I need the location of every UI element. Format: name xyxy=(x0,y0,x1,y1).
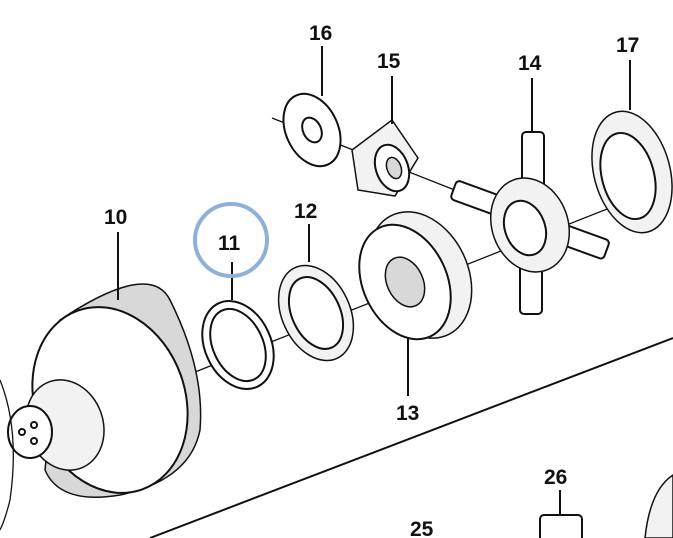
pinion-bore xyxy=(385,156,403,180)
part-16-thrust-washer[interactable] xyxy=(272,85,351,176)
shaft-hole xyxy=(30,437,38,445)
callout-10: 10 xyxy=(104,206,127,229)
part-26-bolt[interactable] xyxy=(539,490,583,538)
callout-26: 26 xyxy=(544,466,567,489)
bolt-head xyxy=(539,514,583,538)
washer-11-outer xyxy=(201,300,275,390)
callout-14: 14 xyxy=(518,52,542,75)
part-10-housing[interactable] xyxy=(0,283,213,531)
part-13-side-gear[interactable] xyxy=(342,195,492,355)
callout-11: 11 xyxy=(218,232,241,255)
housing-flange-left xyxy=(0,379,14,531)
part-11-washer[interactable] xyxy=(189,289,288,400)
part-17-bevel-gear[interactable] xyxy=(579,102,673,241)
partial-gear-right xyxy=(644,474,673,538)
callout-17: 17 xyxy=(616,34,639,57)
bearing-inner xyxy=(287,276,345,350)
part-12-needle-bearing[interactable] xyxy=(264,253,368,372)
shaft-hole xyxy=(18,428,26,436)
casing-edge-line xyxy=(149,337,673,538)
side-gear-bore xyxy=(384,256,426,308)
callout-15: 15 xyxy=(377,50,401,73)
washer-11-inner xyxy=(209,307,267,383)
washer-16-outer xyxy=(282,92,342,168)
highlight-ring-11 xyxy=(193,202,269,278)
callout-25: 25 xyxy=(410,518,434,538)
part-14-spider[interactable] xyxy=(450,131,610,315)
spider-hub-bore xyxy=(502,199,548,257)
callout-13: 13 xyxy=(396,402,419,425)
callout-12: 12 xyxy=(294,200,317,223)
shaft-hole xyxy=(30,421,38,429)
housing-shaft-end xyxy=(7,405,53,459)
part-15-pinion-gear[interactable] xyxy=(351,118,419,197)
bevel-gear-face xyxy=(599,131,657,221)
washer-16-inner xyxy=(301,116,323,144)
callout-16: 16 xyxy=(309,22,332,45)
